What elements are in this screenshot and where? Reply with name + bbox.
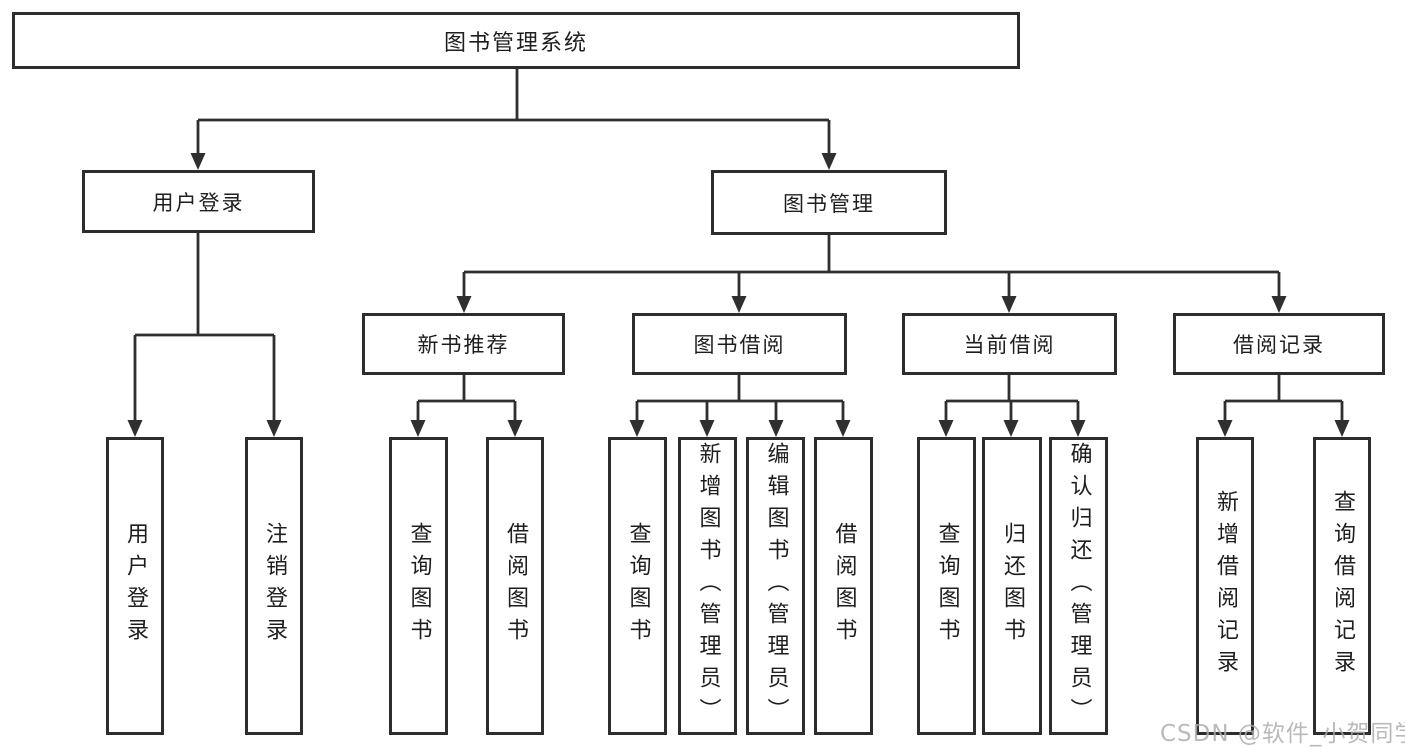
- node-query-borrow-record: 查询借阅记录: [1313, 437, 1371, 735]
- node-query-books-current: 查询图书: [917, 437, 976, 735]
- node-book-borrowing: 图书借阅: [632, 313, 847, 375]
- node-book-management-branch: 图书管理: [711, 170, 947, 235]
- connector-path: [133, 68, 1344, 424]
- node-add-borrow-record: 新增借阅记录: [1196, 437, 1254, 735]
- arrowhead-icons: [127, 153, 1350, 437]
- node-confirm-return-admin: 确认归还（管理员）: [1049, 437, 1108, 735]
- node-add-books-admin: 新增图书（管理员）: [678, 437, 737, 735]
- node-borrowing-records: 借阅记录: [1173, 313, 1385, 375]
- node-logout-leaf: 注销登录: [245, 437, 303, 735]
- node-book-management-system: 图书管理系统: [12, 12, 1020, 69]
- node-query-books-borrowing: 查询图书: [608, 437, 667, 735]
- csdn-watermark: CSDN @软件_小贺同学: [1160, 721, 1405, 747]
- node-query-books-recommend: 查询图书: [389, 437, 448, 735]
- node-user-login-branch: 用户登录: [82, 170, 315, 233]
- node-new-book-recommendation: 新书推荐: [362, 313, 565, 375]
- node-return-books: 归还图书: [982, 437, 1042, 735]
- node-user-login-leaf: 用户登录: [106, 437, 164, 735]
- node-borrow-books-leaf: 借阅图书: [814, 437, 873, 735]
- node-edit-books-admin: 编辑图书（管理员）: [746, 437, 805, 735]
- node-current-borrowing: 当前借阅: [902, 313, 1117, 375]
- node-borrow-books-recommend: 借阅图书: [486, 437, 544, 735]
